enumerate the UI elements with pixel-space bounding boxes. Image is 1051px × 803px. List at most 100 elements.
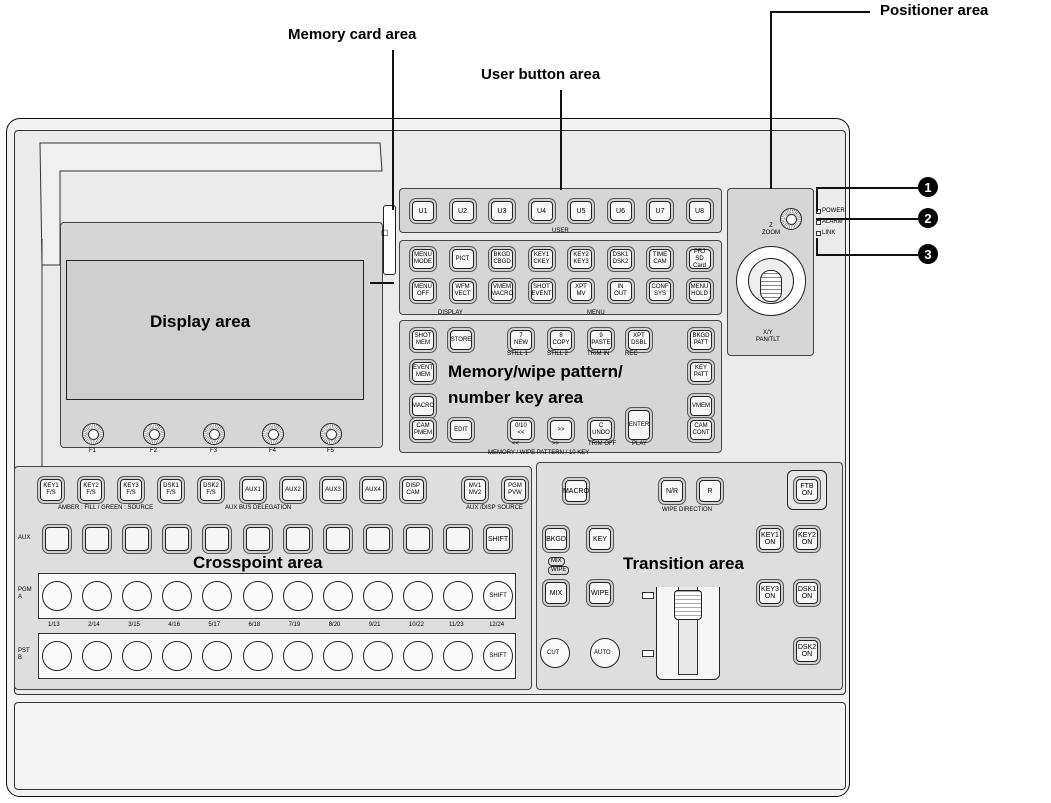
- memory-key[interactable]: MACRO: [412, 396, 434, 416]
- aux-bus-button-5[interactable]: [205, 527, 230, 551]
- menu-button[interactable]: IN OUT: [609, 281, 632, 301]
- fader-lever[interactable]: [674, 590, 702, 620]
- memory-key[interactable]: BKGD PATT: [690, 330, 712, 350]
- aux-button[interactable]: DSK1 F/S: [160, 479, 182, 501]
- function-knob-3[interactable]: [203, 423, 225, 445]
- menu-button[interactable]: MENU MODE: [412, 249, 434, 269]
- key3-on-button[interactable]: KEY3 ON: [759, 582, 781, 604]
- memory-card-slot[interactable]: [383, 205, 396, 275]
- nr-button[interactable]: N/R: [661, 480, 683, 502]
- dsk2-on-button[interactable]: DSK2 ON: [796, 640, 818, 662]
- memory-key[interactable]: XPT DSBL: [628, 330, 650, 350]
- pgm-source-button-10[interactable]: [402, 581, 433, 611]
- aux-bus-button-3[interactable]: [125, 527, 150, 551]
- r-button[interactable]: R: [699, 480, 721, 502]
- aux-bus-button-7[interactable]: [285, 527, 310, 551]
- memory-key[interactable]: CAM CONT: [690, 420, 712, 440]
- aux-bus-button-11[interactable]: [446, 527, 470, 551]
- menu-button[interactable]: WFM VECT: [451, 281, 474, 301]
- aux-button[interactable]: PGM PVW: [504, 479, 526, 501]
- pst-source-button-8[interactable]: [322, 641, 353, 671]
- joystick-handle[interactable]: [760, 270, 782, 302]
- pgm-source-button-5[interactable]: [202, 581, 233, 611]
- user-button-6[interactable]: U6: [609, 201, 632, 221]
- pgm-source-button-4[interactable]: [162, 581, 193, 611]
- function-knob-1[interactable]: [82, 423, 104, 445]
- key-button[interactable]: KEY: [589, 528, 611, 550]
- aux-button[interactable]: KEY2 F/S: [80, 479, 102, 501]
- aux-button[interactable]: DSK2 F/S: [200, 479, 222, 501]
- auto-button[interactable]: [590, 638, 620, 668]
- pst-source-button-5[interactable]: [202, 641, 233, 671]
- pgm-source-button-2[interactable]: [82, 581, 113, 611]
- pst-source-button-6[interactable]: [242, 641, 273, 671]
- pst-source-button-11[interactable]: [443, 641, 473, 671]
- memory-key[interactable]: CAM PMEM: [412, 420, 434, 440]
- user-button-5[interactable]: U5: [570, 201, 592, 221]
- pst-source-button-3[interactable]: [122, 641, 153, 671]
- pgm-source-button-1[interactable]: [42, 581, 72, 611]
- cut-button[interactable]: [540, 638, 570, 668]
- menu-button[interactable]: CONF SYS: [649, 281, 671, 301]
- user-button-2[interactable]: U2: [451, 201, 474, 221]
- user-button-7[interactable]: U7: [649, 201, 671, 221]
- aux-button[interactable]: KEY1 F/S: [40, 479, 62, 501]
- pst-source-button-1[interactable]: [42, 641, 72, 671]
- aux-bus-button-8[interactable]: [325, 527, 350, 551]
- pst-shift-button[interactable]: SHIFT: [483, 641, 514, 671]
- aux-bus-button-10[interactable]: [405, 527, 430, 551]
- dsk1-on-button[interactable]: DSK1 ON: [796, 582, 818, 604]
- user-button-4[interactable]: U4: [530, 201, 553, 221]
- menu-button[interactable]: SHOT EVENT: [530, 281, 553, 301]
- aux-bus-button-4[interactable]: [165, 527, 190, 551]
- menu-button[interactable]: KEY2 KEY3: [570, 249, 592, 269]
- aux-button[interactable]: AUX4: [362, 479, 384, 501]
- bkgd-button[interactable]: BKGD: [545, 528, 567, 550]
- zoom-knob[interactable]: [780, 208, 802, 230]
- mix-button[interactable]: MIX: [545, 582, 567, 604]
- aux-bus-button-9[interactable]: [365, 527, 390, 551]
- aux-button[interactable]: AUX1: [242, 479, 264, 501]
- memory-key[interactable]: KEY PATT: [690, 362, 712, 382]
- memory-key[interactable]: 7 NEW: [510, 330, 532, 350]
- memory-key[interactable]: STORE: [450, 330, 472, 350]
- memory-key[interactable]: EDIT: [450, 420, 472, 440]
- aux-button[interactable]: KEY3 F/S: [120, 479, 142, 501]
- aux-button[interactable]: DISP CAM: [402, 479, 424, 501]
- menu-button[interactable]: XPT MV: [570, 281, 592, 301]
- aux-bus-button-1[interactable]: [45, 527, 69, 551]
- memory-key[interactable]: EVENT MEM: [412, 362, 434, 382]
- menu-button[interactable]: VMEM MACRO: [491, 281, 513, 301]
- menu-button[interactable]: KEY1 CKEY: [530, 249, 553, 269]
- aux-button[interactable]: MV1 MV2: [464, 479, 486, 501]
- memory-key[interactable]: ENTER: [628, 410, 650, 440]
- menu-button[interactable]: DSK1 DSK2: [609, 249, 632, 269]
- wipe-button[interactable]: WIPE: [589, 582, 611, 604]
- memory-key[interactable]: VMEM: [690, 396, 712, 416]
- key2-on-button[interactable]: KEY2 ON: [796, 528, 818, 550]
- menu-button[interactable]: TIME CAM: [649, 249, 671, 269]
- pst-source-button-2[interactable]: [82, 641, 113, 671]
- pgm-shift-button[interactable]: SHIFT: [483, 581, 514, 611]
- function-knob-5[interactable]: [320, 423, 342, 445]
- pgm-source-button-11[interactable]: [443, 581, 473, 611]
- memory-key[interactable]: 9 PASTE: [590, 330, 612, 350]
- pst-source-button-4[interactable]: [162, 641, 193, 671]
- aux-bus-button-6[interactable]: [245, 527, 270, 551]
- aux-button[interactable]: AUX2: [282, 479, 304, 501]
- pst-source-button-9[interactable]: [362, 641, 393, 671]
- ftb-on-button[interactable]: FTB ON: [796, 479, 818, 501]
- aux-shift-button[interactable]: SHIFT: [486, 527, 511, 551]
- memory-key[interactable]: 0/10 <<: [510, 420, 532, 440]
- function-knob-2[interactable]: [143, 423, 165, 445]
- pgm-source-button-8[interactable]: [322, 581, 353, 611]
- function-knob-4[interactable]: [262, 423, 284, 445]
- user-button-8[interactable]: U8: [688, 201, 711, 221]
- pgm-source-button-9[interactable]: [362, 581, 393, 611]
- memory-key[interactable]: >>: [550, 420, 572, 440]
- menu-button[interactable]: MENU HOLD: [688, 281, 711, 301]
- user-button-3[interactable]: U3: [491, 201, 513, 221]
- pgm-source-button-3[interactable]: [122, 581, 153, 611]
- pst-source-button-7[interactable]: [282, 641, 313, 671]
- menu-button[interactable]: PRJ SD Card: [688, 249, 711, 269]
